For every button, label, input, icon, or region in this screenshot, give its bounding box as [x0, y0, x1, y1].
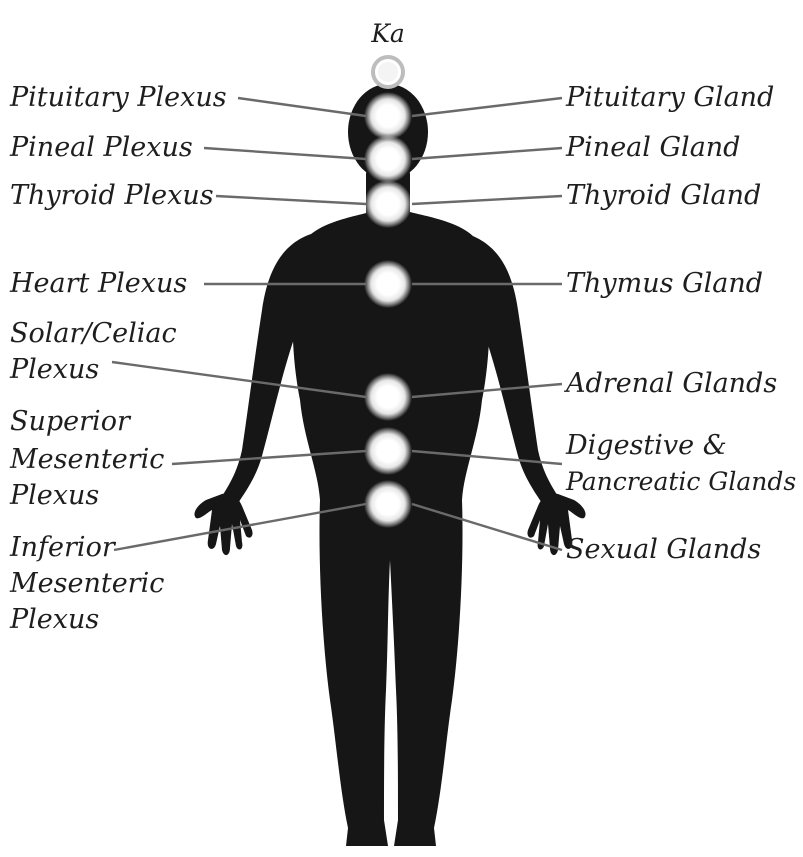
pituitary-plexus-label: Pituitary Plexus [9, 82, 227, 113]
superior-mesenteric-label-line3: Plexus [9, 480, 99, 511]
pineal-plexus-line [204, 148, 366, 159]
pineal-gland-label: Pineal Gland [565, 132, 740, 163]
right-labels: Pituitary Gland Pineal Gland Thyroid Gla… [563, 82, 796, 565]
inferior-mesenteric-label-line1: Inferior [9, 532, 117, 563]
solar-celiac-label-line2: Plexus [9, 354, 99, 385]
left-labels: Pituitary Plexus Pineal Plexus Thyroid P… [9, 82, 227, 635]
thyroid-gland-line [412, 196, 562, 204]
pituitary-plexus-line [238, 98, 366, 116]
ka-ring [373, 57, 403, 87]
digestive-glands-label-line1: Digestive & [565, 430, 727, 461]
pituitary-gland-line [412, 98, 562, 116]
silhouette-left-hand [194, 494, 252, 556]
pituitary-gland-label: Pituitary Gland [565, 82, 774, 113]
heart-plexus-label: Heart Plexus [9, 268, 187, 299]
thyroid-point [364, 180, 412, 228]
digestive-glands-label-line2: Pancreatic Glands [565, 467, 796, 496]
adrenal-glands-label: Adrenal Glands [563, 368, 777, 399]
superior-mesenteric-label-line2: Mesenteric [9, 444, 164, 475]
superior-mesenteric-label-line1: Superior [10, 406, 132, 437]
heart-point [364, 260, 412, 308]
superior-mesenteric-point [364, 427, 412, 475]
inferior-mesenteric-label-line2: Mesenteric [9, 568, 164, 599]
sexual-glands-label: Sexual Glands [566, 534, 761, 565]
solar-celiac-label-line1: Solar/Celiac [10, 318, 177, 349]
solar-point [364, 373, 412, 421]
thymus-gland-label: Thymus Gland [566, 268, 763, 299]
ka-label: Ka [370, 19, 405, 48]
thyroid-plexus-line [216, 196, 366, 204]
thyroid-plexus-label: Thyroid Plexus [10, 180, 214, 211]
pituitary-point [364, 92, 412, 140]
thyroid-gland-label: Thyroid Gland [566, 180, 761, 211]
inferior-mesenteric-label-line3: Plexus [9, 604, 99, 635]
pineal-plexus-label: Pineal Plexus [9, 132, 193, 163]
pineal-gland-line [412, 148, 562, 159]
pineal-point [364, 135, 412, 183]
inferior-mesenteric-point [364, 480, 412, 528]
